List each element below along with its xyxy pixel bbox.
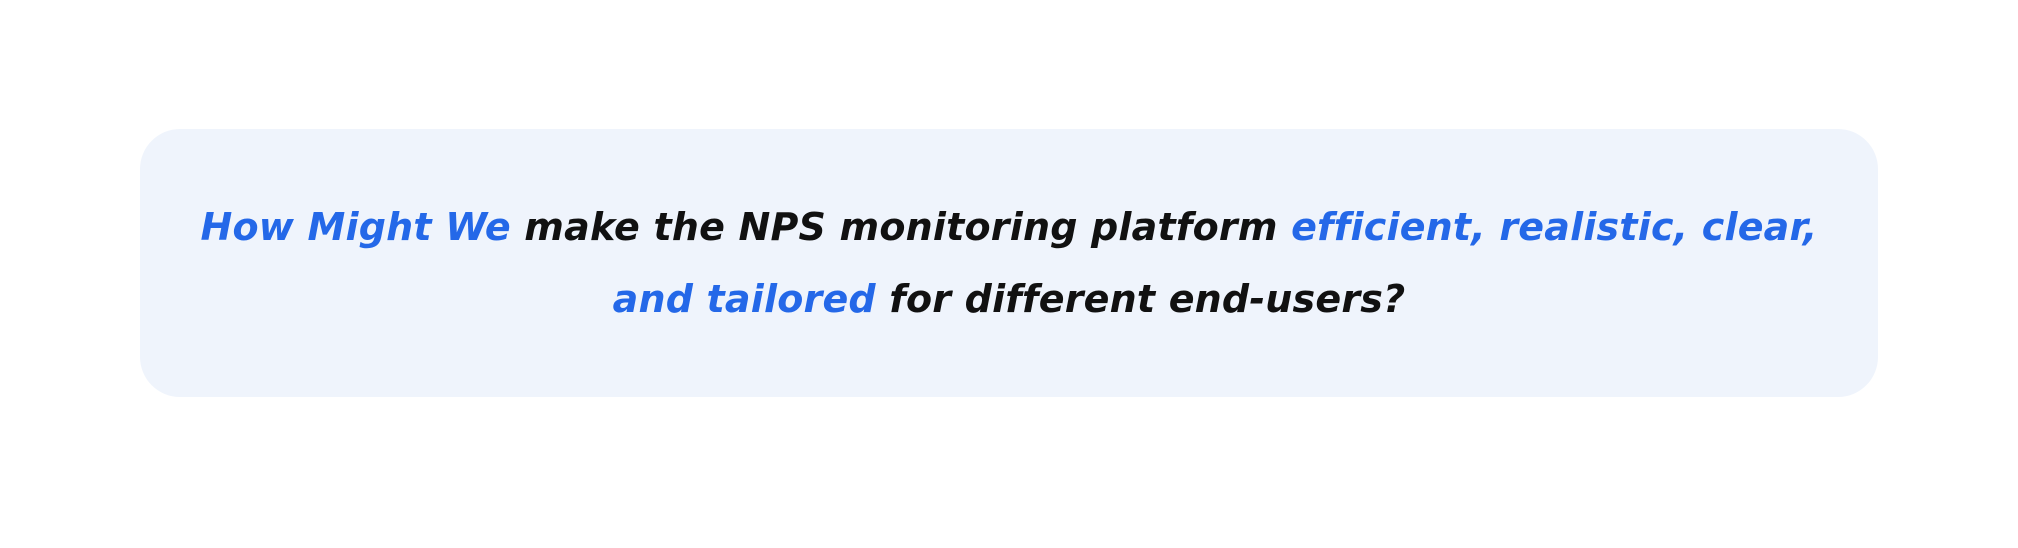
hmw-tail: for different end-users? — [875, 277, 1406, 321]
hmw-lead: How Might We — [200, 205, 511, 249]
hmw-statement: How Might We make the NPS monitoring pla… — [189, 191, 1829, 335]
hmw-emphasis: efficient, realistic, clear, and tailore… — [612, 205, 1818, 321]
hmw-middle: make the NPS monitoring platform — [510, 205, 1292, 249]
hmw-card: How Might We make the NPS monitoring pla… — [140, 129, 1878, 397]
